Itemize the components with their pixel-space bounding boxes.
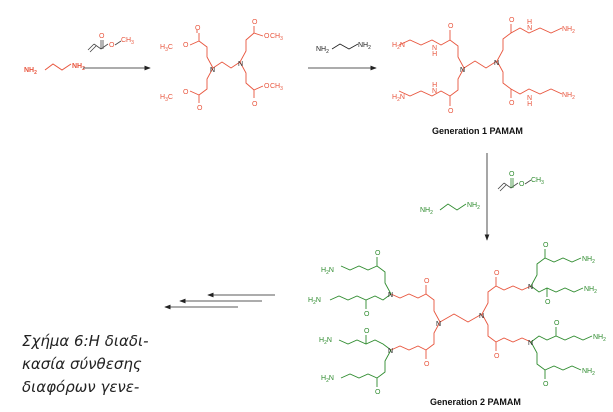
amine-label-left: NH2: [316, 46, 329, 55]
carbonyl-oxygen: O: [509, 171, 515, 178]
oxygen-label: O: [195, 25, 201, 32]
core-nitrogen-left: N: [210, 67, 215, 74]
terminal-amine: H2N: [308, 297, 321, 306]
terminal-amine: H2N: [392, 42, 405, 51]
amide-oxygen: O: [364, 311, 370, 318]
amide-oxygen: O: [375, 389, 381, 396]
generation-1-label: Generation 1 PAMAM: [432, 126, 523, 136]
methyl-label: CH3: [121, 37, 134, 46]
reaction-arrow-3: O O CH3 NH2 NH2: [420, 153, 544, 241]
amide-oxygen: O: [545, 299, 551, 306]
figure-caption-line-3: διαφόρων γενε-: [22, 378, 140, 396]
amine-label-left: NH2: [420, 207, 433, 216]
amide-oxygen: O: [494, 353, 500, 360]
terminal-amine: H2N: [321, 267, 334, 276]
methyl-label: CH3: [531, 177, 544, 186]
ester-oxygen: O: [109, 42, 115, 49]
amide-oxygen: O: [448, 23, 454, 30]
generation-2-green-branches: [329, 249, 593, 387]
amide-oxygen: O: [424, 361, 430, 368]
amine-label-right: NH2: [467, 202, 480, 211]
amide-oxygen: O: [375, 250, 381, 257]
terminal-amine: NH2: [582, 368, 595, 377]
generation-1-structure: [398, 24, 563, 106]
h3c-label-bottom: H3C: [160, 94, 173, 103]
amide-nh: NH: [432, 82, 437, 95]
amide-oxygen: O: [543, 381, 549, 388]
methyl-label: CH3: [270, 83, 283, 92]
core-nitrogen-right: N: [238, 61, 243, 68]
branch-nitrogen: N: [528, 284, 533, 291]
oxygen-label: O: [197, 105, 203, 112]
amine-label-right: NH2: [358, 42, 371, 51]
h3c-label-top: H3C: [160, 44, 173, 53]
oxygen-label: O: [264, 83, 270, 90]
oxygen-label: O: [252, 19, 258, 26]
terminal-amine: NH2: [584, 286, 597, 295]
branch-nitrogen: N: [528, 340, 533, 347]
core-nitrogen-right: N: [494, 60, 499, 67]
oxygen-label: O: [183, 89, 189, 96]
generation-2-red-core: [390, 277, 532, 359]
amide-oxygen: O: [424, 278, 430, 285]
terminal-amine: NH2: [593, 334, 606, 343]
generation-2-label: Generation 2 PAMAM: [430, 397, 521, 407]
amide-oxygen: O: [509, 100, 515, 107]
terminal-amine: H2N: [392, 94, 405, 103]
amide-oxygen: O: [494, 270, 500, 277]
continuation-arrows: [164, 292, 275, 310]
amide-oxygen: O: [554, 320, 560, 327]
oxygen-label: O: [183, 42, 189, 49]
amide-oxygen: O: [448, 108, 454, 115]
terminal-amine: NH2: [582, 256, 595, 265]
amine-label-right: NH2: [72, 63, 85, 72]
ethylenediamine-core: NH2 NH2: [24, 63, 85, 76]
amide-oxygen: O: [543, 242, 549, 249]
ester-oxygen: O: [519, 181, 525, 188]
figure-caption-line-1: Σχήμα 6:Η διαδι-: [22, 332, 149, 350]
amide-oxygen: O: [509, 17, 515, 24]
terminal-amine: H2N: [321, 375, 334, 384]
core-nitrogen-right: N: [479, 313, 484, 320]
terminal-amine: NH2: [562, 92, 575, 101]
ethylenediamine-reagent-2: NH2 NH2: [420, 202, 480, 216]
oxygen-label: O: [252, 101, 258, 108]
terminal-amine: NH2: [562, 26, 575, 35]
half-generation-intermediate: [189, 26, 264, 103]
amine-label-left: NH2: [24, 67, 37, 76]
generation-2-labels: N N N N N N O O O O O O O O O O O O H2N …: [308, 242, 606, 396]
methyl-acrylate-reagent-1: O O CH3: [87, 33, 134, 53]
reaction-arrow-2: NH2 NH2: [308, 42, 377, 71]
methyl-label: CH3: [270, 33, 283, 42]
branch-nitrogen: N: [388, 348, 393, 355]
half-generation-labels: N N O H3C O H3C O O O O CH3 O O CH3: [160, 19, 283, 112]
carbonyl-oxygen: O: [99, 33, 105, 40]
oxygen-label: O: [264, 33, 270, 40]
core-nitrogen-left: N: [436, 321, 441, 328]
terminal-amine: H2N: [319, 337, 332, 346]
figure-caption-line-2: κασία σύνθεσης: [22, 355, 142, 373]
amide-oxygen: O: [364, 328, 370, 335]
core-nitrogen-left: N: [460, 67, 465, 74]
reaction-arrow-1: O O CH3: [83, 33, 151, 71]
branch-nitrogen: N: [388, 292, 393, 299]
methyl-acrylate-reagent-2: O O CH3: [497, 171, 544, 192]
